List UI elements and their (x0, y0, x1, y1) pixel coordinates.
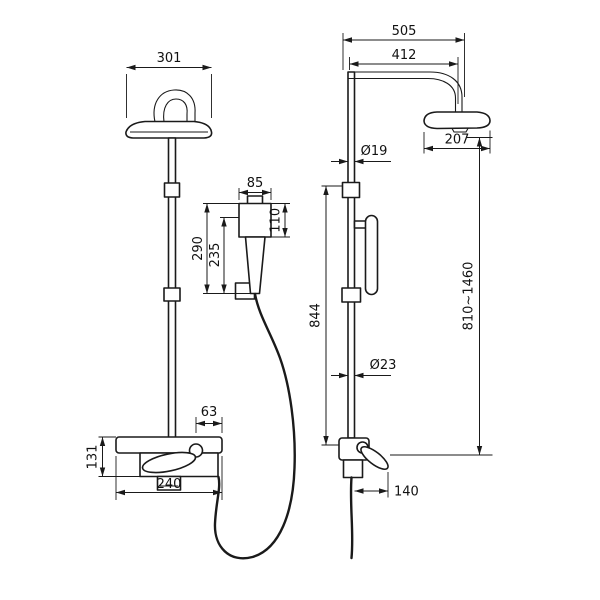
dim-hand-shower-width: 85 (238, 176, 272, 200)
dimension-label: 131 (86, 445, 101, 470)
dim-adjustable-height: 810~1460 (390, 137, 493, 456)
dimension-label: 207 (445, 133, 470, 148)
slider-bracket-side (341, 287, 362, 303)
dim-hand-shower-body-height: 235 (208, 217, 239, 294)
shower-arm-inner (348, 77, 457, 112)
shower-arm-curve-inner (163, 98, 188, 123)
dim-hand-shower-total-height: 290 (191, 203, 251, 294)
mixer-side (338, 437, 389, 479)
mixer-lower-body-side (342, 459, 364, 479)
dimension-label: 290 (191, 236, 206, 261)
hand-shower-holder-side (353, 220, 367, 229)
shower-head-front (125, 120, 213, 139)
shower-hose (213, 292, 296, 560)
hand-shower-front (234, 195, 272, 300)
upper-bracket-front (163, 182, 181, 198)
hose-side (349, 476, 354, 560)
dimension-label: 240 (157, 477, 182, 492)
slider-bracket-front (163, 287, 181, 302)
shower-arm-curve-outer (153, 89, 196, 123)
dimension-label: 110 (269, 208, 284, 233)
mixer-lever-side (360, 445, 389, 471)
dim-mixer-width: 240 (115, 456, 223, 500)
dimension-label: 140 (394, 485, 419, 500)
dim-riser-height: 844 (309, 185, 343, 446)
hand-shower-handle (244, 236, 266, 295)
dimension-label: Ø19 (361, 144, 388, 159)
dim-mixer-height: 131 (86, 436, 140, 477)
overhead-shower-front (125, 89, 213, 139)
dim-overall-reach: 505 (342, 24, 465, 97)
front-view: 301 85 110 290 235 (86, 51, 296, 560)
dim-hand-shower-head-height: 110 (269, 203, 290, 238)
mixer-front (115, 436, 223, 491)
dimension-label: 412 (392, 48, 417, 63)
mixer-body-front (115, 436, 223, 454)
shower-head-side (423, 111, 491, 130)
dim-lever-offset: 63 (195, 405, 223, 433)
dimension-label: 63 (201, 405, 218, 420)
shower-head-nozzle (451, 128, 469, 133)
dimension-label: 810~1460 (462, 262, 477, 331)
dimension-label: 844 (309, 303, 324, 328)
dim-head-depth: 207 (423, 130, 491, 154)
dim-head-width: 301 (126, 51, 212, 118)
dimension-label: Ø23 (370, 358, 397, 373)
dimension-label: 505 (392, 24, 417, 39)
upper-bracket-side (341, 181, 361, 199)
shower-arm-outer (348, 71, 463, 112)
hand-shower-side (364, 214, 379, 296)
dimension-label: 235 (208, 243, 223, 268)
dimension-label: 301 (157, 51, 182, 66)
dim-mixer-depth: 140 (354, 472, 419, 500)
dim-riser-diameter: Ø19 (331, 144, 391, 165)
riser-pipe-side (347, 71, 356, 439)
mixer-lever-front (141, 451, 197, 474)
dim-arm-reach: 412 (349, 48, 459, 104)
side-view: 505 412 Ø19 207 810~1460 (309, 24, 493, 560)
dimension-label: 85 (247, 176, 264, 191)
hand-shower-spray-face (238, 202, 272, 238)
dim-lower-pipe-diameter: Ø23 (331, 358, 397, 379)
